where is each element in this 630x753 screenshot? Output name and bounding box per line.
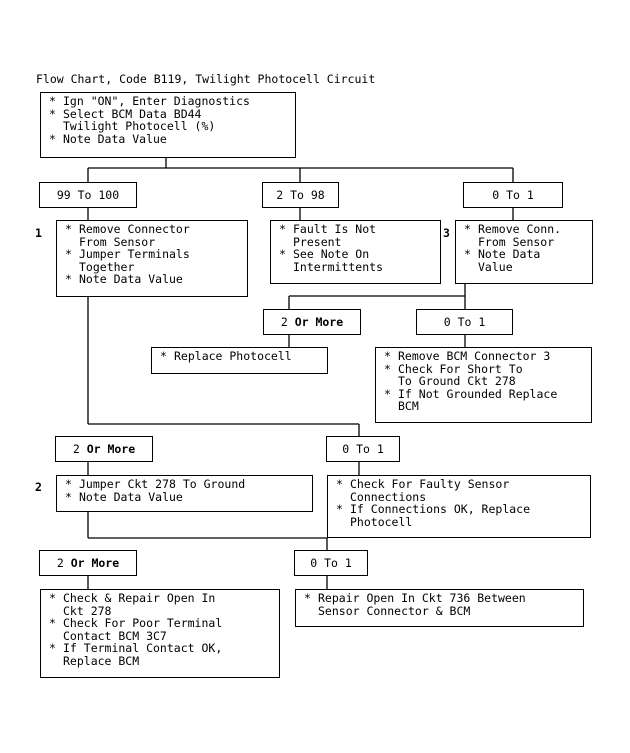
start-box: Ign "ON", Enter Diagnostics Select BCM D… [40, 92, 296, 158]
replace-photocell-item: Replace Photocell [158, 350, 323, 363]
remove-bcm-box: Remove BCM Connector 3 Check For Short T… [375, 347, 592, 423]
step2-item: Note Data Value [63, 490, 308, 504]
fault-box: Fault Is Not Present See Note On Intermi… [270, 220, 441, 284]
step-number-1: 1 [35, 226, 42, 240]
step1-item: Jumper Terminals Together [63, 248, 243, 273]
faulty-sensor-item: Check For Faulty Sensor Connections [334, 478, 586, 503]
label-bold: Or More [294, 314, 344, 329]
branch-label-2-or-more: 2 Or More [55, 436, 153, 462]
branch-label-2-to-98: 2 To 98 [262, 182, 339, 208]
branch-label-2-or-more: 2 Or More [39, 550, 137, 576]
step1-item: Note Data Value [63, 273, 243, 286]
faulty-sensor-item: If Connections OK, Replace Photocell [334, 503, 586, 528]
step1-item: Remove Connector From Sensor [63, 223, 243, 248]
remove-bcm-item: Remove BCM Connector 3 [382, 350, 587, 363]
branch-label-0-to-1: 0 To 1 [416, 309, 513, 335]
repair-278-item: If Terminal Contact OK, Replace BCM [47, 642, 275, 667]
start-item: Note Data Value [47, 132, 291, 146]
label-bold: Or More [70, 555, 120, 570]
label-bold: Or More [86, 441, 136, 456]
label-prefix: 2 [72, 441, 87, 456]
fault-item: Fault Is Not Present [277, 223, 436, 248]
step3-box: Remove Conn. From Sensor Note Data Value [455, 220, 593, 284]
connector-step1-split [87, 296, 360, 437]
step2-box: Jumper Ckt 278 To Ground Note Data Value [56, 475, 313, 512]
replace-photocell-box: Replace Photocell [151, 347, 328, 374]
branch-label-0-to-1: 0 To 1 [326, 436, 400, 462]
repair-278-item: Check & Repair Open In Ckt 278 [47, 592, 275, 617]
repair-278-item: Check For Poor Terminal Contact BCM 3C7 [47, 617, 275, 642]
step-number-2: 2 [35, 480, 42, 494]
start-item: Ign "ON", Enter Diagnostics [47, 95, 291, 108]
repair-736-item: Repair Open In Ckt 736 Between Sensor Co… [302, 592, 579, 617]
step2-item: Jumper Ckt 278 To Ground [63, 478, 308, 491]
connector-step3-split [288, 284, 466, 309]
branch-label-99-to-100: 99 To 100 [39, 182, 137, 208]
remove-bcm-item: If Not Grounded Replace BCM [382, 387, 587, 413]
label-prefix: 2 [56, 555, 71, 570]
step1-box: Remove Connector From Sensor Jumper Term… [56, 220, 248, 297]
start-item: Select BCM Data BD44 Twilight Photocell … [47, 107, 291, 133]
faulty-sensor-box: Check For Faulty Sensor Connections If C… [327, 475, 591, 538]
connector-step2-split [87, 511, 328, 551]
repair-ckt-278-box: Check & Repair Open In Ckt 278 Check For… [40, 589, 280, 678]
page-title: Flow Chart, Code B119, Twilight Photocel… [36, 72, 376, 86]
fault-item: See Note On Intermittents [277, 248, 436, 273]
repair-ckt-736-box: Repair Open In Ckt 736 Between Sensor Co… [295, 589, 584, 627]
step-number-3: 3 [443, 226, 450, 240]
remove-bcm-item: Check For Short To To Ground Ckt 278 [382, 362, 587, 388]
branch-label-0-to-1: 0 To 1 [463, 182, 563, 208]
branch-label-0-to-1: 0 To 1 [294, 550, 368, 576]
step3-item: Note Data Value [462, 248, 588, 273]
step3-item: Remove Conn. From Sensor [462, 223, 588, 248]
connector-start-branch [87, 157, 514, 182]
label-prefix: 2 [280, 314, 295, 329]
branch-label-2-or-more: 2 Or More [263, 309, 361, 335]
